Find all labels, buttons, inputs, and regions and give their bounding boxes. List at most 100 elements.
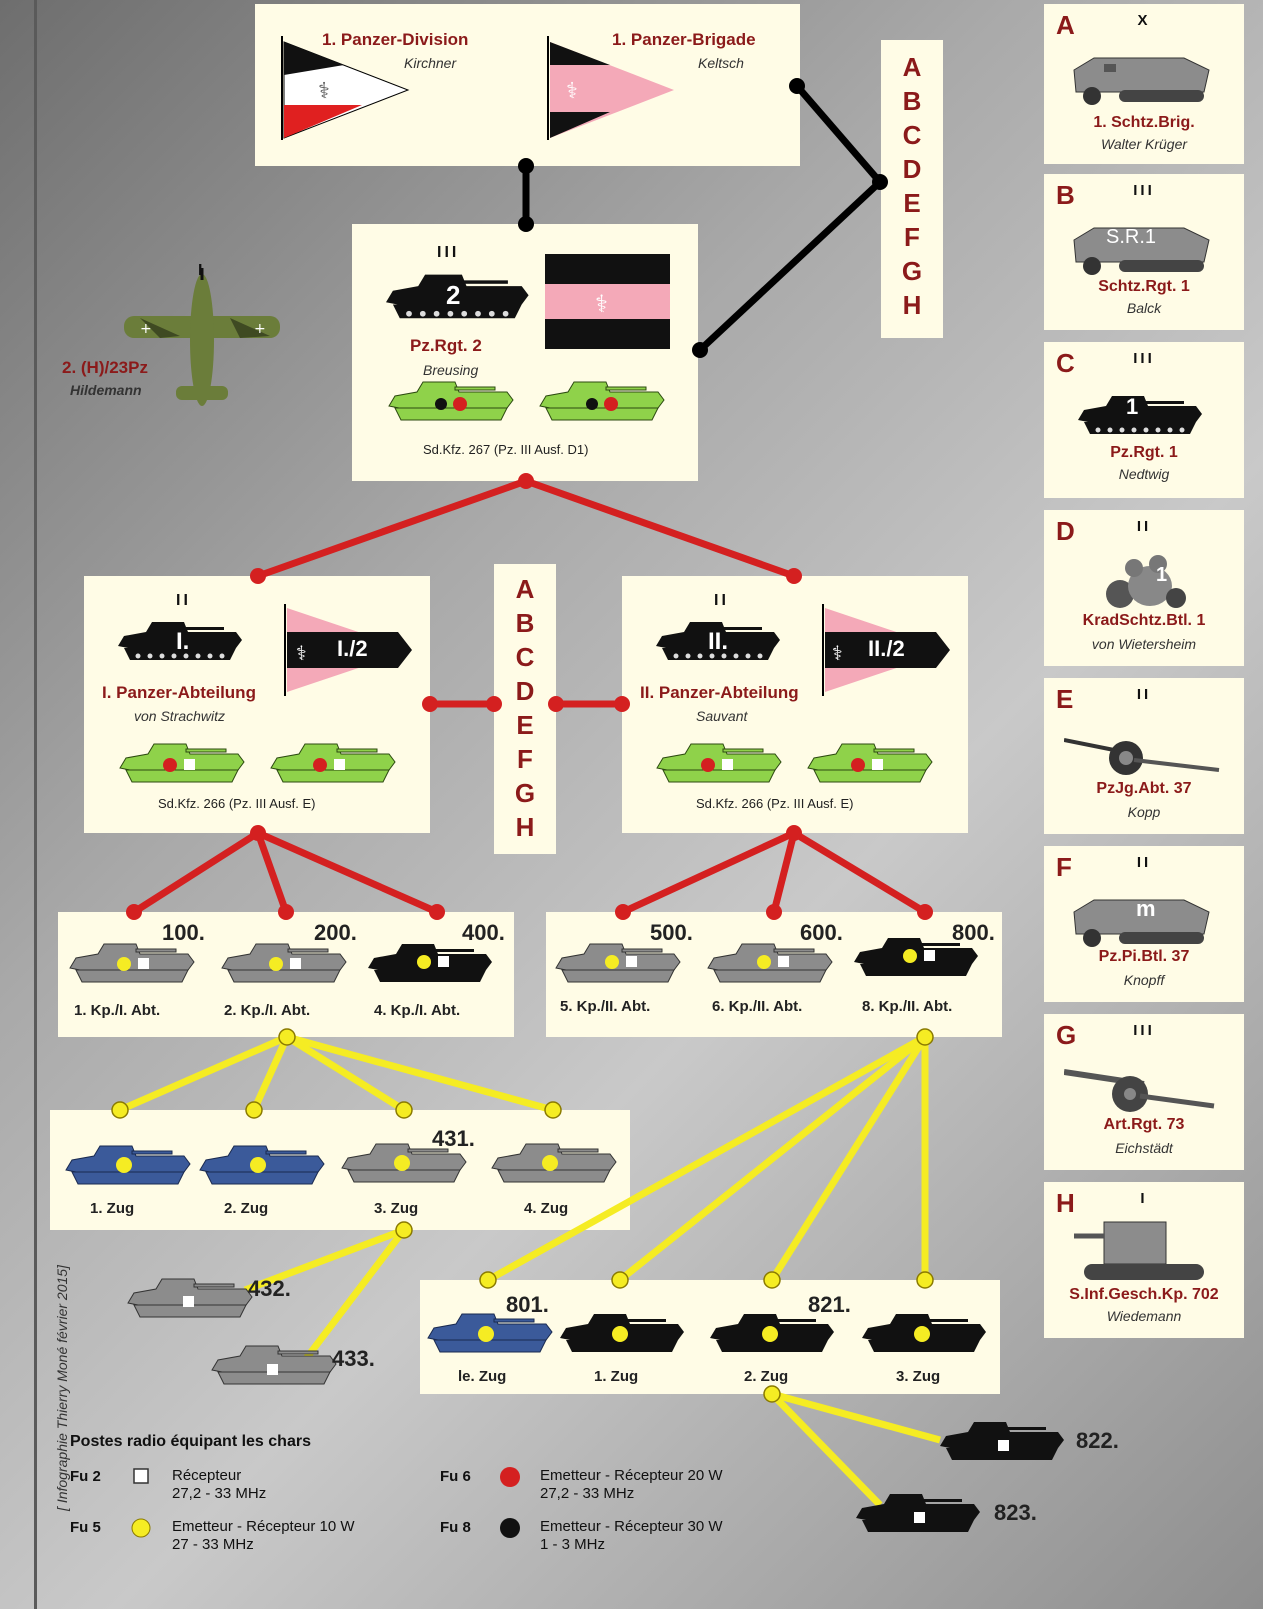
battalion-1-command-tank-1 (119, 743, 245, 783)
side-card-echelon: III (1133, 182, 1155, 199)
side-card-commander: Kopp (1127, 804, 1161, 820)
side-card-vehicle-mark: m (1136, 896, 1156, 921)
legend-fu2-text: Récepteur (172, 1467, 242, 1484)
battalion-2-command-tank-2 (807, 743, 933, 783)
air-unit-echelon: I (198, 262, 206, 279)
battalion-1-echelon: II (176, 592, 191, 609)
letter-c: C (515, 642, 535, 672)
company-100-number: 100. (162, 920, 205, 945)
battalion-2-commander: Sauvant (696, 708, 748, 724)
red-link-nodes (126, 473, 933, 920)
legend-fu2-freq: 27,2 - 33 MHz (172, 1485, 267, 1502)
letter-h: H (515, 812, 535, 842)
side-card-b: B III S.R.1 Schtz.Rgt. 1 Balck (1044, 174, 1244, 330)
brigade-commander: Keltsch (698, 55, 744, 71)
legend-fu2-code: Fu 2 (70, 1468, 101, 1485)
side-card-letter: G (1056, 1020, 1077, 1050)
svg-text:⚕: ⚕ (296, 641, 307, 665)
division-name: 1. Panzer-Division (322, 30, 469, 49)
letter-c: C (902, 120, 922, 150)
side-card-name: S.Inf.Gesch.Kp. 702 (1069, 1286, 1219, 1303)
side-card-echelon: II (1136, 854, 1152, 871)
regiment-flag: ⚕ (545, 254, 670, 349)
side-card-name: KradSchtz.Btl. 1 (1082, 612, 1206, 629)
side-card-commander: Nedtwig (1118, 466, 1170, 482)
side-card-e: E II PzJg.Abt. 37 Kopp (1044, 678, 1244, 834)
battalion-2-pennant: ⚕ (822, 604, 950, 696)
letter-b: B (515, 608, 535, 638)
side-card-echelon: III (1133, 1022, 1155, 1039)
letter-h: H (902, 290, 922, 320)
side-card-commander: Wiedemann (1106, 1308, 1182, 1324)
battalion-1-box (84, 576, 430, 833)
side-card-letter: H (1056, 1188, 1075, 1218)
battalion-1-name: I. Panzer-Abteilung (102, 683, 256, 702)
air-unit-name: 2. (H)/23Pz (62, 358, 148, 377)
company-800-number: 800. (952, 920, 995, 945)
side-card-name: Pz.Rgt. 1 (1110, 444, 1178, 461)
side-card-echelon: II (1136, 686, 1152, 703)
side-card-commander: Eichstädt (1115, 1140, 1173, 1156)
regiment-name: Pz.Rgt. 2 (410, 336, 482, 355)
air-unit-commander: Hildemann (70, 382, 142, 398)
red-links (132, 477, 927, 916)
side-card-vehicle-mark: S.R.1 (1106, 226, 1157, 248)
legend-fu8-freq: 1 - 3 MHz (540, 1536, 606, 1553)
battalion-2-box (622, 576, 968, 833)
side-card-vehicle-mark: 1 (1126, 394, 1139, 419)
company-100-tank (69, 943, 195, 983)
letter-e: E (903, 188, 921, 218)
battalion-1-pennant-label: I./2 (337, 636, 368, 661)
side-card-name: Pz.Pi.Btl. 37 (1098, 948, 1190, 965)
legend-fu8-code: Fu 8 (440, 1519, 471, 1536)
side-card-name: Art.Rgt. 73 (1103, 1116, 1185, 1133)
side-card-letter: A (1056, 10, 1075, 40)
airplane-icon: + + (124, 268, 280, 406)
yellow-links (118, 1033, 941, 1508)
regiment-number: 2 (446, 280, 461, 310)
company-800-label: 8. Kp./II. Abt. (862, 998, 953, 1015)
platoon-800-le-label: le. Zug (458, 1368, 507, 1385)
company-500-label: 5. Kp./II. Abt. (560, 998, 651, 1015)
platoon-400-3-number: 431. (432, 1126, 475, 1151)
svg-text:⚕: ⚕ (832, 641, 843, 665)
platoon-400-2-label: 2. Zug (224, 1200, 269, 1217)
letter-g: G (901, 256, 923, 286)
side-card-commander: Knopff (1123, 972, 1165, 988)
side-card-echelon: I (1140, 1190, 1148, 1207)
side-card-echelon: III (1133, 350, 1155, 367)
tank-432-number: 432. (248, 1276, 291, 1301)
side-card-name: 1. Schtz.Brig. (1093, 114, 1195, 131)
battalion-2-echelon: II (714, 592, 729, 609)
side-card-h: H I S.Inf.Gesch.Kp. 702 Wiedemann (1044, 1182, 1244, 1338)
letter-d: D (902, 154, 922, 184)
halftrack-icon (1073, 227, 1210, 275)
tank-823-number: 823. (994, 1500, 1037, 1525)
howitzer-icon (1064, 1069, 1215, 1112)
side-card-g: G III Art.Rgt. 73 Eichstädt (1044, 1014, 1244, 1170)
regiment-equipment: Sd.Kfz. 267 (Pz. III Ausf. D1) (423, 442, 589, 457)
platoon-400-1-label: 1. Zug (90, 1200, 135, 1217)
side-card-letter: D (1056, 516, 1075, 546)
side-card-f: F II m Pz.Pi.Btl. 37 Knopff (1044, 846, 1244, 1002)
side-card-name: Schtz.Rgt. 1 (1098, 278, 1190, 295)
division-commander: Kirchner (404, 55, 457, 71)
battalion-2-pennant-label: II./2 (868, 636, 905, 661)
platoon-400-4-label: 4. Zug (524, 1200, 569, 1217)
side-card-echelon: II (1136, 518, 1152, 535)
motorcycle-icon (1106, 555, 1186, 608)
letter-d: D (515, 676, 535, 706)
legend-fu5-text: Emetteur - Récepteur 10 W (172, 1518, 355, 1535)
legend-fu5-freq: 27 - 33 MHz (172, 1536, 254, 1553)
division-pennant: ⚕ (281, 36, 410, 140)
svg-text:⚕: ⚕ (318, 79, 330, 104)
letter-e: E (516, 710, 534, 740)
battalion-1-command-tank-2 (270, 743, 396, 783)
letter-f: F (904, 222, 920, 252)
platoon-400-3-label: 3. Zug (374, 1200, 419, 1217)
battalion-1-pennant: ⚕ (284, 604, 412, 696)
antitank-gun-icon (1064, 738, 1220, 775)
